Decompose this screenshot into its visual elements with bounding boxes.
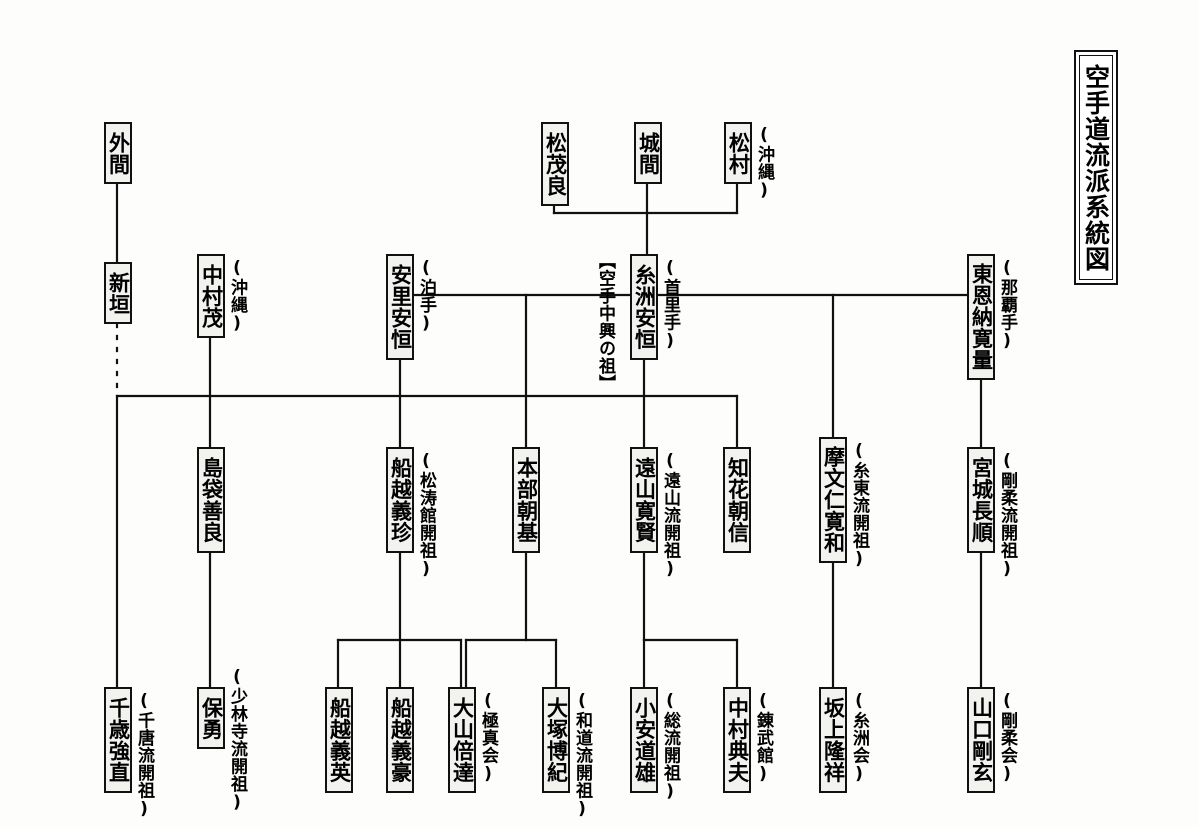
node-label: 本部朝基 bbox=[514, 457, 539, 543]
ann-gojuryu-1: (剛柔流開祖) bbox=[997, 451, 1017, 580]
node-label: 中村典夫 bbox=[725, 697, 750, 783]
node-koyasu: 小安道雄 bbox=[630, 687, 658, 793]
node-label: 大塚博紀 bbox=[544, 697, 569, 783]
node-higaonna: 東恩納寛量 bbox=[967, 254, 995, 380]
node-nakamura: 中村茂 bbox=[197, 254, 225, 338]
ann-chitoryu: (千唐流開祖) bbox=[134, 691, 154, 820]
node-label: 大山倍達 bbox=[450, 697, 475, 783]
node-label: 松村 bbox=[726, 131, 751, 175]
node-motobu: 本部朝基 bbox=[512, 447, 540, 553]
node-label: 外間 bbox=[106, 131, 131, 175]
ann-shitoryu: (糸東流開祖) bbox=[849, 441, 869, 570]
node-label: 糸洲安恒 bbox=[632, 264, 657, 350]
node-sakagami: 坂上隆祥 bbox=[819, 687, 847, 793]
node-tamotsu: 保勇 bbox=[197, 687, 225, 749]
ann-tomarite: (泊手) bbox=[416, 258, 436, 334]
node-f_gigo: 船越義豪 bbox=[386, 687, 414, 793]
node-label: 中村茂 bbox=[199, 263, 224, 329]
page-title: 空手道流派系統図 bbox=[1079, 55, 1113, 280]
node-label: 遠山寛賢 bbox=[632, 457, 657, 543]
node-label: 宮城長順 bbox=[969, 457, 994, 543]
node-label: 小安道雄 bbox=[632, 697, 657, 783]
node-arakaki: 新垣 bbox=[104, 262, 132, 324]
ann-okinawa-1: (沖縄) bbox=[754, 125, 774, 201]
node-n_norio: 中村典夫 bbox=[723, 687, 751, 793]
node-label: 山口剛玄 bbox=[969, 697, 994, 783]
node-funakoshi: 船越義珍 bbox=[386, 447, 414, 553]
node-matsumura: 松村 bbox=[724, 122, 752, 184]
node-label: 保勇 bbox=[199, 696, 224, 740]
ann-nahate: (那覇手) bbox=[997, 258, 1017, 352]
node-f_yoshihide: 船越義英 bbox=[325, 687, 353, 793]
ann-kyokushin: (極真会) bbox=[478, 691, 498, 785]
ann-renbukan: (錬武館) bbox=[753, 691, 773, 785]
ann-shurite: (首里手) bbox=[660, 258, 680, 352]
ann-soryu: (総流開祖) bbox=[660, 691, 680, 802]
node-oyama: 大山倍達 bbox=[448, 687, 476, 793]
node-label: 安里安恒 bbox=[388, 264, 413, 350]
node-itosu: 糸洲安恒 bbox=[630, 254, 658, 360]
ann-toyamaryu: (遠山流開祖) bbox=[660, 451, 680, 580]
node-label: 摩文仁寛和 bbox=[821, 446, 846, 554]
node-label: 島袋善良 bbox=[199, 457, 224, 543]
node-label: 城間 bbox=[636, 131, 661, 175]
ann-wadoryu: (和道流開祖) bbox=[572, 691, 592, 820]
node-mabuni: 摩文仁寛和 bbox=[819, 437, 847, 563]
node-yamaguchi: 山口剛玄 bbox=[967, 687, 995, 793]
node-label: 知花朝信 bbox=[725, 457, 750, 543]
node-matsumora: 松茂良 bbox=[541, 122, 569, 206]
diagram-title-box: 空手道流派系統図 bbox=[1074, 50, 1118, 285]
node-toyama: 遠山寛賢 bbox=[630, 447, 658, 553]
node-label: 船越義豪 bbox=[388, 697, 413, 783]
node-azato: 安里安恒 bbox=[386, 254, 414, 360]
node-hokama: 外間 bbox=[104, 122, 132, 184]
ann-itosukai: (糸洲会) bbox=[849, 691, 869, 785]
node-chitose: 千歳強直 bbox=[104, 687, 132, 793]
ann-shotokan: (松涛館開祖) bbox=[416, 451, 436, 580]
node-label: 東恩納寛量 bbox=[969, 263, 994, 371]
node-label: 新垣 bbox=[106, 271, 131, 315]
node-gusukuma: 城間 bbox=[634, 122, 662, 184]
node-miyagi: 宮城長順 bbox=[967, 447, 995, 553]
ann-chuko: 【空手中興の祖】 bbox=[595, 252, 615, 392]
ann-shorinji: (少林寺流開祖) bbox=[227, 667, 247, 813]
node-label: 船越義珍 bbox=[388, 457, 413, 543]
ann-gojukai: (剛柔会) bbox=[997, 691, 1017, 785]
node-label: 坂上隆祥 bbox=[821, 697, 846, 783]
node-label: 船越義英 bbox=[327, 697, 352, 783]
node-label: 松茂良 bbox=[543, 131, 568, 197]
ann-okinawa-2: (沖縄) bbox=[227, 258, 247, 334]
node-chibana: 知花朝信 bbox=[723, 447, 751, 553]
node-label: 千歳強直 bbox=[106, 697, 131, 783]
node-shimabukuro: 島袋善良 bbox=[197, 447, 225, 553]
node-otsuka: 大塚博紀 bbox=[542, 687, 570, 793]
